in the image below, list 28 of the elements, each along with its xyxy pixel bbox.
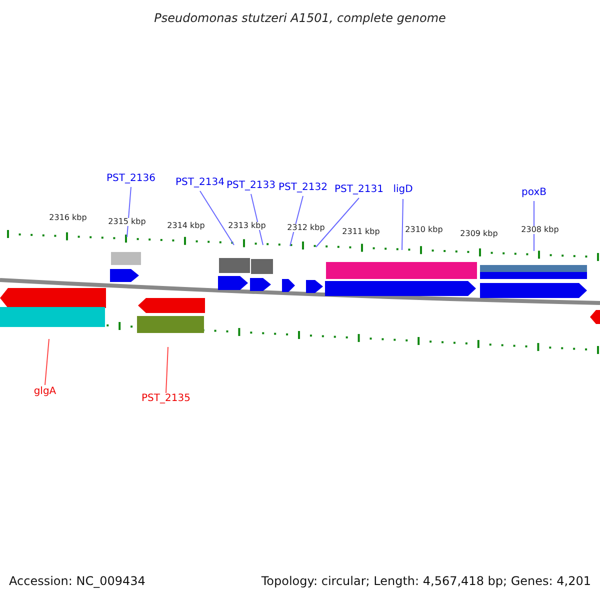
leader-line: [250, 194, 264, 246]
gene-label: PST_2132: [278, 183, 328, 193]
gene-label: PST_2134: [176, 178, 224, 188]
gene-label: ligD: [393, 185, 413, 195]
scale-label: 2313 kbp: [228, 222, 266, 230]
title: Pseudomonas stutzeri A1501, complete genome: [154, 12, 446, 24]
gene-label: glgA: [34, 387, 56, 397]
leader-line: [200, 190, 234, 246]
accession-text: Accession: NC_009434: [9, 575, 146, 587]
leader-line: [126, 186, 132, 238]
leader-line: [316, 198, 360, 248]
gene-label: poxB: [522, 188, 546, 198]
scale-label: 2310 kbp: [405, 226, 443, 234]
leader-line: [166, 346, 168, 394]
gene-label: PST_2133: [226, 181, 276, 191]
topology-text: Topology: circular; Length: 4,567,418 bp; Genes: 4,201: [261, 575, 591, 587]
leader-line: [44, 338, 50, 386]
scale-label: 2311 kbp: [342, 228, 380, 236]
scale-label: 2316 kbp: [49, 214, 87, 222]
leader-line: [402, 198, 404, 250]
scale-label: 2314 kbp: [167, 222, 205, 230]
scale-label: 2312 kbp: [287, 224, 325, 232]
scale-label: 2315 kbp: [108, 218, 146, 226]
scale-label: 2308 kbp: [521, 226, 559, 234]
scale-label: 2309 kbp: [460, 230, 498, 238]
gene-label: PST_2135: [142, 394, 190, 404]
gene-label: PST_2136: [106, 174, 156, 184]
gene-label: PST_2131: [334, 185, 384, 195]
